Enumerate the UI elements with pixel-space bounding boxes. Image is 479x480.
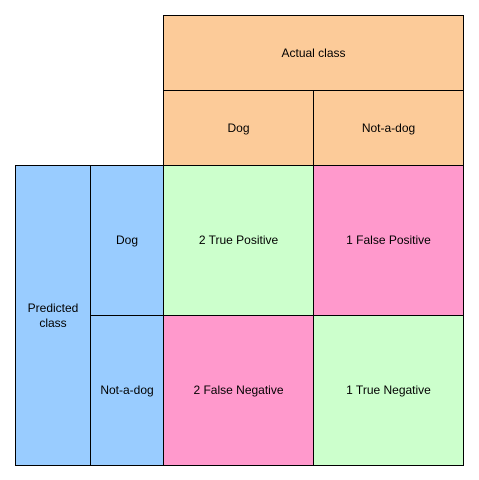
actual-not-dog-header: Not-a-dog <box>313 90 464 166</box>
predicted-class-label-line2: class <box>39 315 67 330</box>
predicted-class-header: Predicted class <box>15 165 91 466</box>
true-positive-label: 2 True Positive <box>198 233 279 247</box>
predicted-class-label-line1: Predicted <box>27 300 79 315</box>
true-negative-label: 1 True Negative <box>346 383 431 397</box>
true-positive-cell: 2 True Positive <box>163 165 314 316</box>
actual-dog-label: Dog <box>227 120 250 135</box>
false-positive-cell: 1 False Positive <box>313 165 464 316</box>
actual-not-dog-label: Not-a-dog <box>361 120 416 135</box>
actual-class-label: Actual class <box>281 45 346 60</box>
actual-dog-header: Dog <box>163 90 314 166</box>
true-negative-cell: 1 True Negative <box>313 315 464 466</box>
predicted-dog-label: Dog <box>115 233 138 247</box>
predicted-not-dog-label: Not-a-dog <box>100 383 154 397</box>
false-negative-label: 2 False Negative <box>193 383 284 397</box>
predicted-not-dog-header: Not-a-dog <box>90 315 164 466</box>
predicted-dog-header: Dog <box>90 165 164 316</box>
false-positive-label: 1 False Positive <box>346 233 431 247</box>
false-negative-cell: 2 False Negative <box>163 315 314 466</box>
actual-class-header: Actual class <box>163 15 464 91</box>
